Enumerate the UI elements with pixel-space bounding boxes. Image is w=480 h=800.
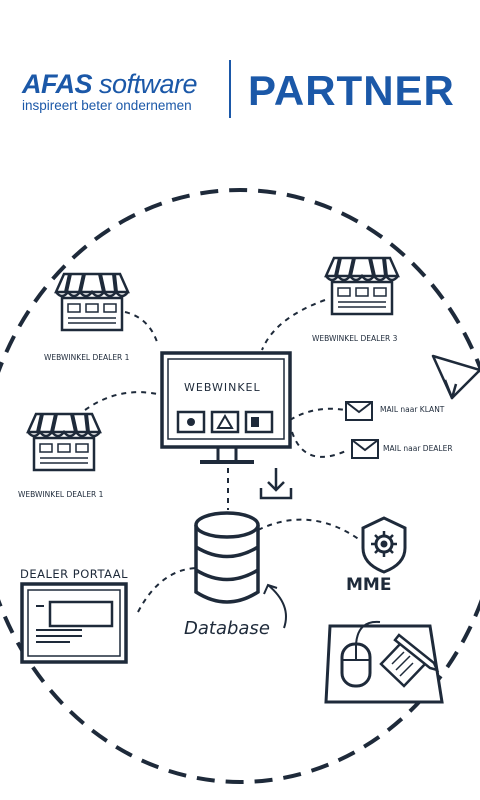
center-title: WEBWINKEL (184, 381, 261, 394)
afas-logo: AFAS software inspireert beter onderneme… (22, 69, 222, 113)
download-icon (259, 468, 293, 500)
database-label: Database (184, 618, 270, 639)
mail-label-dealer: MAIL naar DEALER (383, 444, 453, 453)
paper-plane-icon (431, 354, 480, 400)
envelope-icon (345, 401, 373, 421)
envelope-icon (351, 439, 379, 459)
storefront-icon (324, 256, 400, 316)
curved-arrow (263, 583, 287, 629)
mme-label: MME (346, 575, 391, 595)
afas-tagline: inspireert beter ondernemen (22, 98, 192, 113)
storefront-icon (26, 412, 102, 472)
header: AFAS software inspireert beter onderneme… (0, 55, 480, 125)
afas-brand-name: AFAS software (22, 69, 222, 99)
connectors (84, 299, 361, 613)
brand-name-bold: AFAS (22, 69, 93, 99)
brand-name-light: software (92, 69, 198, 99)
monitor-icon (160, 351, 292, 464)
partner-badge: PARTNER (248, 67, 455, 114)
header-divider (229, 60, 231, 118)
shop-label-1: WEBWINKEL DEALER 1 (44, 353, 130, 362)
portal-label: DEALER PORTAAL (20, 567, 128, 581)
boundary-circle (0, 188, 480, 784)
shield-gear-icon (361, 516, 407, 574)
shop-label-2: WEBWINKEL DEALER 1 (18, 490, 104, 499)
shop-label-3: WEBWINKEL DEALER 3 (312, 334, 398, 343)
database-icon (194, 511, 260, 604)
portal-window-icon (20, 582, 128, 664)
storefront-icon (54, 272, 130, 332)
mail-label-klant: MAIL naar KLANT (380, 405, 445, 414)
notepad-pen-icon (379, 633, 440, 688)
